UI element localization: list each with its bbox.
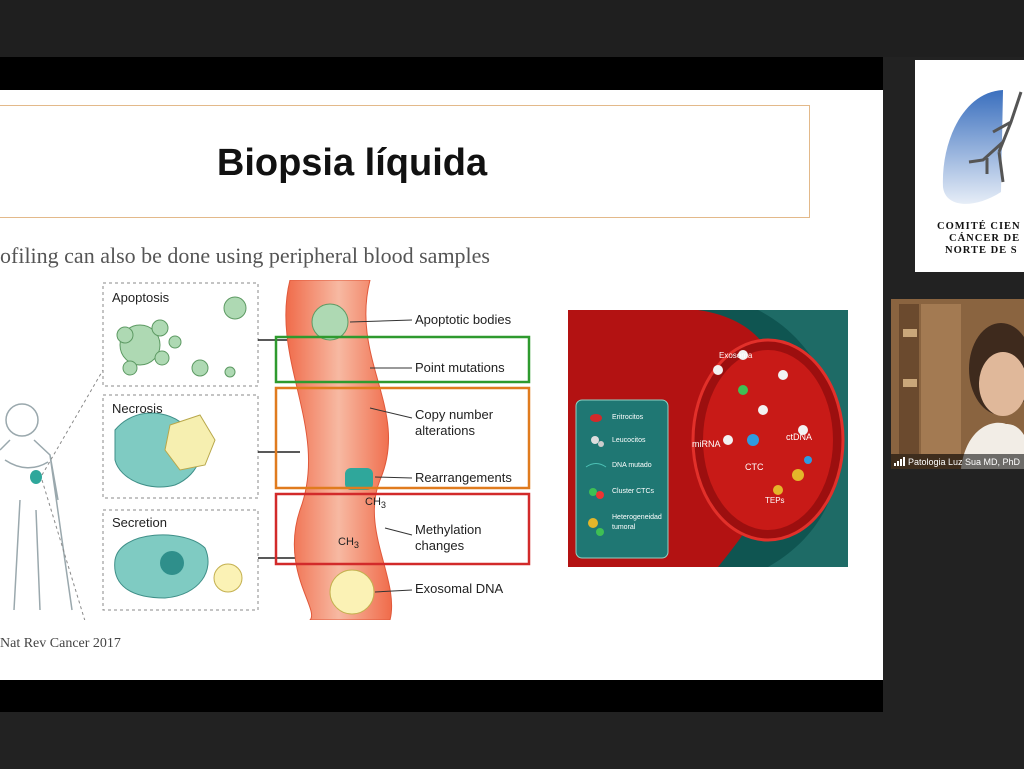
methylation-box	[274, 492, 531, 566]
tumor-icon	[30, 470, 42, 484]
legend-dna-mutado: DNA mutado	[612, 462, 652, 469]
panel-label-apoptosis: Apoptosis	[112, 290, 170, 305]
vessel-label-teps: TEPs	[765, 496, 785, 505]
title-box: Biopsia líquida	[0, 105, 810, 218]
legend-heterogeneidad: Heterogeneidad	[612, 514, 662, 521]
point-mutations-box	[274, 335, 531, 384]
presentation-slide: Biopsia líquida ofiling can also be done…	[0, 90, 883, 680]
vessel-label-mirna: miRNA	[692, 439, 721, 449]
vessel-label-ctc: CTC	[745, 462, 764, 472]
blood-vessel-illustration	[568, 310, 848, 567]
logo-line-1: COMITÉ CIEN	[937, 221, 1021, 232]
logo-line-3: NORTE DE S	[945, 245, 1018, 256]
label-exosomal-dna: Exosomal DNA	[415, 581, 504, 596]
label-alterations: alterations	[415, 423, 475, 438]
slide-title: Biopsia líquida	[216, 142, 488, 184]
participant-name: Patologia Luz Sua MD, PhD	[908, 456, 1021, 467]
legend-cluster-ctcs: Cluster CTCs	[612, 488, 655, 495]
slide-citation: Nat Rev Cancer 2017	[0, 636, 121, 651]
copy-number-box	[274, 386, 531, 490]
label-ch3-top: CH3	[365, 496, 386, 511]
logo-line-2: CÁNCER DE	[949, 233, 1021, 244]
panel-label-necrosis: Necrosis	[112, 401, 163, 416]
top-bar	[0, 0, 1024, 57]
legend-eritrocitos: Eritrocitos	[612, 414, 644, 421]
slide-subtitle: ofiling can also be done using periphera…	[0, 243, 490, 268]
participant-tile-logo[interactable]: COMITÉ CIEN CÁNCER DE NORTE DE S	[915, 60, 1024, 272]
signal-strength-icon	[894, 457, 905, 466]
label-point-mutations: Point mutations	[415, 360, 505, 375]
label-apoptotic-bodies: Apoptotic bodies	[415, 312, 512, 327]
label-methylation: Methylation	[415, 522, 482, 537]
screen-share-area: Biopsia líquida ofiling can also be done…	[0, 57, 883, 712]
participant-name-bar: Patologia Luz Sua MD, PhD	[891, 454, 1024, 469]
panel-label-secretion: Secretion	[112, 515, 167, 530]
lung-logo-icon	[942, 90, 1023, 204]
legend-tumoral: tumoral	[612, 524, 636, 531]
label-ch3-bottom: CH3	[338, 536, 359, 551]
legend-leucocitos: Leucocitos	[612, 437, 646, 444]
vessel-label-exosoma: Exosoma	[719, 351, 753, 360]
cell-death-figure	[0, 280, 531, 620]
human-body-icon	[0, 403, 73, 611]
label-copy-number: Copy number	[415, 407, 494, 422]
label-rearrangements: Rearrangements	[415, 470, 512, 485]
participant-video-feed	[891, 299, 1024, 469]
vessel-label-ctdna: ctDNA	[786, 432, 813, 442]
participant-tile-video[interactable]: Patologia Luz Sua MD, PhD	[891, 299, 1024, 469]
label-changes: changes	[415, 538, 465, 553]
